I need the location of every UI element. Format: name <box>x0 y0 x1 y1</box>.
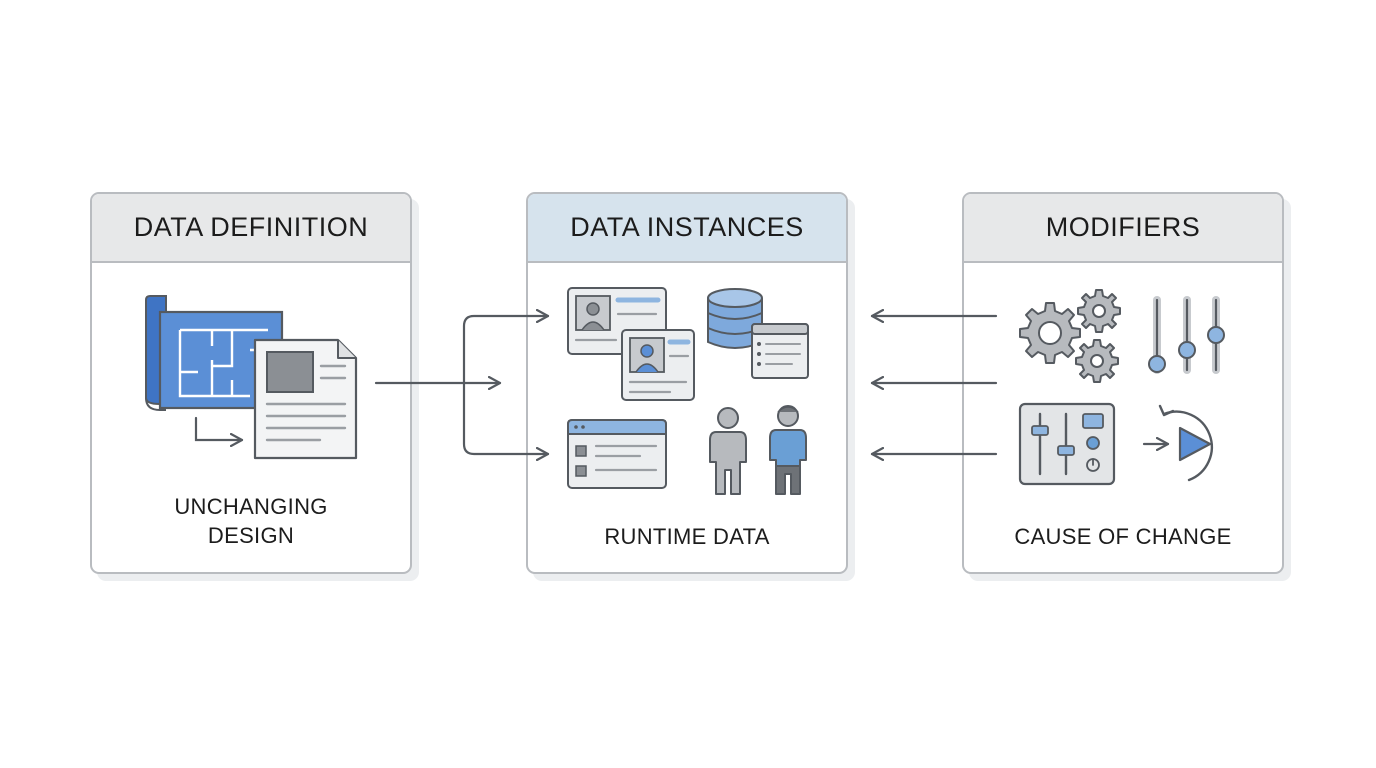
modifiers-panel: MODIFIERS CAUSE OF CHANGE <box>962 192 1284 574</box>
replay-icon <box>1142 404 1213 482</box>
document-icon <box>253 338 358 460</box>
definition-to-instances-connector <box>374 316 550 454</box>
data-definition-panel: DATA DEFINITION UNCHANGING DESIGN <box>90 192 412 574</box>
person-icon <box>709 407 747 495</box>
data-definition-label-line2: DESIGN <box>207 523 295 548</box>
data-definition-label: UNCHANGING DESIGN <box>92 492 410 550</box>
modifiers-to-instances-connectors <box>870 316 998 454</box>
data-instances-title: DATA INSTANCES <box>528 194 846 263</box>
sliders-icon <box>1148 296 1225 374</box>
data-definition-title: DATA DEFINITION <box>92 194 410 263</box>
person-icon <box>769 405 807 495</box>
modifiers-label: CAUSE OF CHANGE <box>1014 524 1232 549</box>
database-icon <box>707 288 763 349</box>
browser-window-icon <box>567 419 667 489</box>
process-arrow-icon <box>194 416 244 440</box>
control-panel-icon <box>1018 402 1116 486</box>
profile-card-icon <box>621 329 695 401</box>
data-instances-label: RUNTIME DATA <box>604 524 770 549</box>
gears-icon <box>1019 289 1121 383</box>
modifiers-title: MODIFIERS <box>964 194 1282 263</box>
browser-window-icon <box>751 323 809 379</box>
data-definition-label-line1: UNCHANGING <box>174 494 328 519</box>
